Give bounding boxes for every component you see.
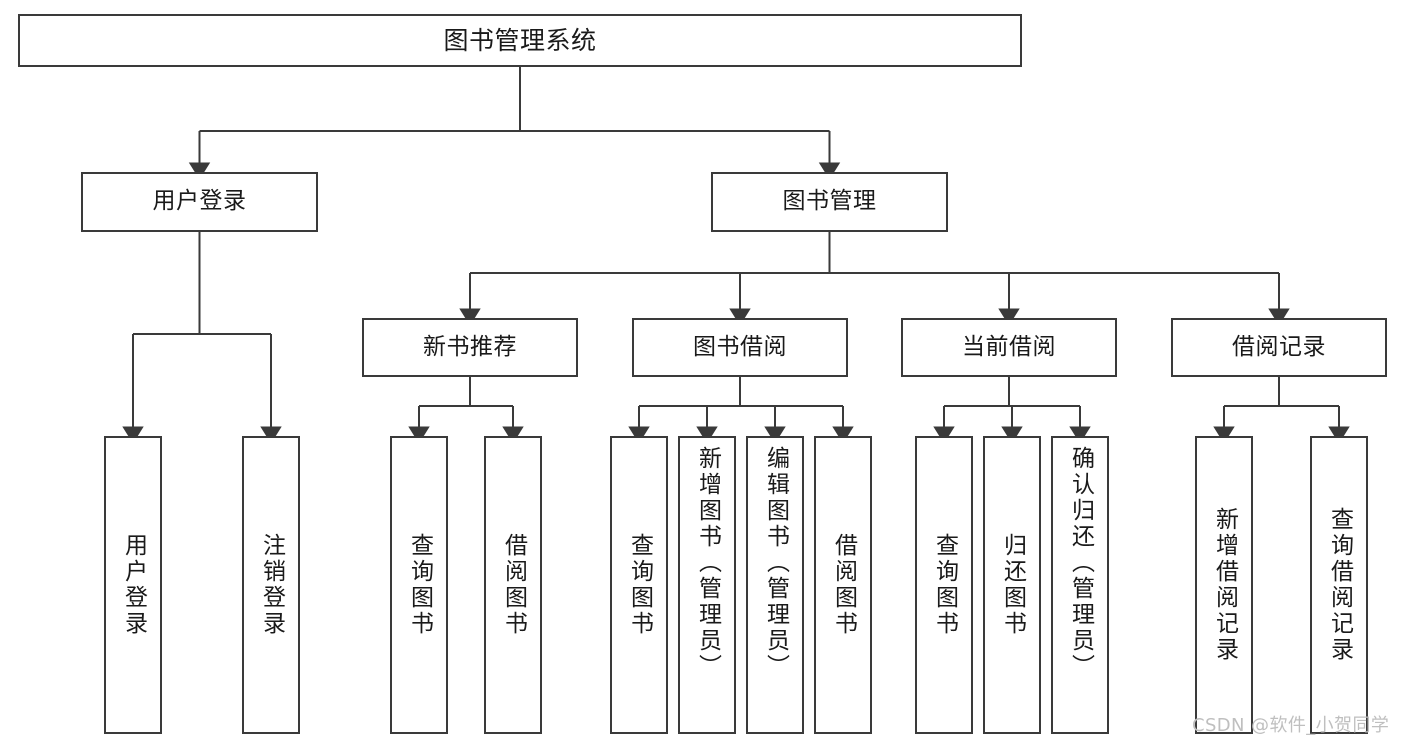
node-label: 图书管理 — [782, 188, 877, 215]
node-label: 借阅图书 — [500, 533, 527, 637]
node-label: 新增图书（管理员） — [694, 446, 721, 680]
node-label: 确认归还（管理员） — [1067, 446, 1094, 680]
node-label: 注销登录 — [258, 533, 285, 637]
leaf-text-wrapper: 查询借阅记录 — [1312, 438, 1366, 732]
leaf-text-wrapper: 编辑图书（管理员） — [748, 438, 802, 732]
node-label: 查询图书 — [931, 533, 958, 637]
leaf-text-wrapper: 查询图书 — [392, 438, 446, 732]
node-leaf-lf-1[interactable]: 注销登录 — [242, 436, 300, 734]
node-label: 图书借阅 — [693, 333, 787, 360]
node-label: 图书管理系统 — [443, 25, 597, 55]
leaf-text-wrapper: 查询图书 — [612, 438, 666, 732]
node-label: 新书推荐 — [423, 333, 517, 360]
node-root-root[interactable]: 图书管理系统 — [18, 14, 1022, 67]
leaf-text-wrapper: 归还图书 — [985, 438, 1039, 732]
node-leaf-lf-4[interactable]: 查询图书 — [610, 436, 668, 734]
node-label: 借阅图书 — [830, 533, 857, 637]
node-label: 归还图书 — [999, 533, 1026, 637]
node-level1-l1-0[interactable]: 用户登录 — [81, 172, 318, 232]
node-level2-l2-2[interactable]: 当前借阅 — [901, 318, 1117, 377]
node-level2-l2-3[interactable]: 借阅记录 — [1171, 318, 1387, 377]
node-label: 编辑图书（管理员） — [762, 446, 789, 680]
node-leaf-lf-6[interactable]: 编辑图书（管理员） — [746, 436, 804, 734]
node-label: 借阅记录 — [1232, 333, 1326, 360]
leaf-text-wrapper: 确认归还（管理员） — [1053, 438, 1107, 732]
node-label: 查询图书 — [406, 533, 433, 637]
node-leaf-lf-5[interactable]: 新增图书（管理员） — [678, 436, 736, 734]
node-label: 查询图书 — [626, 533, 653, 637]
node-label: 当前借阅 — [962, 333, 1056, 360]
node-label: 查询借阅记录 — [1326, 507, 1353, 663]
node-leaf-lf-7[interactable]: 借阅图书 — [814, 436, 872, 734]
node-leaf-lf-12[interactable]: 查询借阅记录 — [1310, 436, 1368, 734]
node-level1-l1-1[interactable]: 图书管理 — [711, 172, 948, 232]
leaf-text-wrapper: 查询图书 — [917, 438, 971, 732]
node-level2-l2-1[interactable]: 图书借阅 — [632, 318, 848, 377]
node-leaf-lf-2[interactable]: 查询图书 — [390, 436, 448, 734]
node-leaf-lf-11[interactable]: 新增借阅记录 — [1195, 436, 1253, 734]
node-label: 新增借阅记录 — [1211, 507, 1238, 663]
node-leaf-lf-0[interactable]: 用户登录 — [104, 436, 162, 734]
node-level2-l2-0[interactable]: 新书推荐 — [362, 318, 578, 377]
node-leaf-lf-9[interactable]: 归还图书 — [983, 436, 1041, 734]
leaf-text-wrapper: 用户登录 — [106, 438, 160, 732]
leaf-text-wrapper: 新增借阅记录 — [1197, 438, 1251, 732]
leaf-text-wrapper: 注销登录 — [244, 438, 298, 732]
node-leaf-lf-10[interactable]: 确认归还（管理员） — [1051, 436, 1109, 734]
leaf-text-wrapper: 借阅图书 — [816, 438, 870, 732]
node-label: 用户登录 — [120, 533, 147, 637]
node-leaf-lf-3[interactable]: 借阅图书 — [484, 436, 542, 734]
node-label: 用户登录 — [152, 188, 247, 215]
node-leaf-lf-8[interactable]: 查询图书 — [915, 436, 973, 734]
connector-group — [122, 67, 1350, 444]
leaf-text-wrapper: 新增图书（管理员） — [680, 438, 734, 732]
leaf-text-wrapper: 借阅图书 — [486, 438, 540, 732]
